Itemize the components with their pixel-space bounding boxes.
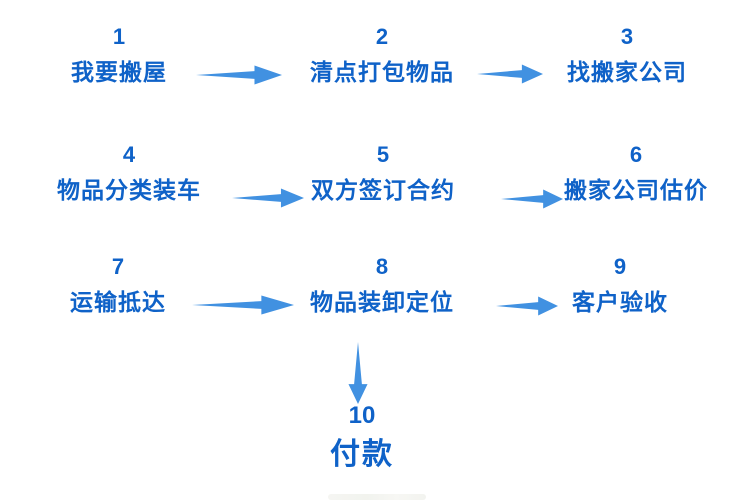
arrow-down-icon: [345, 342, 371, 404]
step-10-label: 付款: [330, 438, 394, 471]
step-5-number: 5: [376, 142, 390, 167]
step-6-number: 6: [629, 142, 643, 167]
step-3: 3 找搬家公司: [567, 26, 687, 85]
arrow-right-icon: [496, 293, 558, 319]
cutoff-smudge: [328, 494, 426, 500]
step-9-label: 客户验收: [572, 289, 668, 315]
step-6-label: 搬家公司估价: [564, 177, 708, 203]
arrow-right-icon: [196, 62, 282, 88]
step-6: 6 搬家公司估价: [564, 144, 708, 203]
step-3-number: 3: [620, 24, 634, 49]
step-4: 4 物品分类装车: [57, 144, 201, 203]
step-5-label: 双方签订合约: [311, 177, 455, 203]
step-8-number: 8: [375, 254, 389, 279]
arrow-right-icon: [192, 292, 294, 318]
step-2-number: 2: [375, 24, 389, 49]
step-4-number: 4: [122, 142, 136, 167]
step-1: 1 我要搬屋: [71, 26, 167, 85]
step-9-number: 9: [613, 254, 627, 279]
step-10: 10 付款: [330, 402, 394, 472]
step-3-label: 找搬家公司: [567, 59, 687, 85]
step-10-number: 10: [348, 402, 376, 429]
step-9: 9 客户验收: [572, 256, 668, 315]
step-8: 8 物品装卸定位: [310, 256, 454, 315]
step-2-label: 清点打包物品: [310, 59, 454, 85]
step-1-number: 1: [112, 24, 126, 49]
step-4-label: 物品分类装车: [57, 177, 201, 203]
arrow-right-icon: [477, 61, 543, 87]
step-7-number: 7: [111, 254, 125, 279]
arrow-right-icon: [232, 185, 304, 211]
arrow-right-icon: [501, 186, 563, 212]
step-1-label: 我要搬屋: [71, 59, 167, 85]
step-7: 7 运输抵达: [70, 256, 166, 315]
step-8-label: 物品装卸定位: [310, 289, 454, 315]
step-5: 5 双方签订合约: [311, 144, 455, 203]
step-7-label: 运输抵达: [70, 289, 166, 315]
step-2: 2 清点打包物品: [310, 26, 454, 85]
